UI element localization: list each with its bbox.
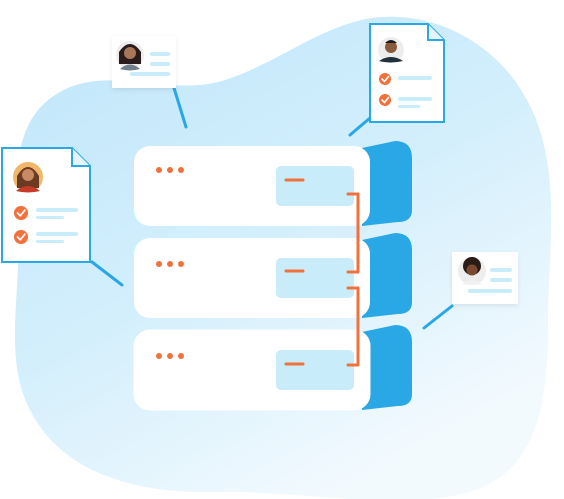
profile-card-top-left xyxy=(112,36,176,88)
connector-bracket-icon xyxy=(346,286,360,367)
server-unit-3 xyxy=(133,325,412,411)
check-circle-icon xyxy=(379,94,391,106)
status-dots-icon xyxy=(156,261,184,267)
profile-card-right xyxy=(452,252,518,304)
connector-line-top-right xyxy=(348,116,372,137)
status-dots-icon xyxy=(156,167,184,173)
server-panel xyxy=(276,258,354,298)
server-unit-2 xyxy=(134,233,412,318)
woman-curly-hair-avatar xyxy=(458,257,486,285)
check-circle-icon xyxy=(14,230,28,244)
woman-red-top-avatar xyxy=(13,162,43,193)
check-circle-icon xyxy=(379,73,391,85)
server-unit-1 xyxy=(134,141,412,226)
woman-dark-hair-avatar xyxy=(116,41,144,71)
server-panel xyxy=(276,166,354,206)
server-panel xyxy=(276,350,354,390)
status-dots-icon xyxy=(156,353,184,359)
connector-line-left xyxy=(90,260,124,287)
connector-bracket-icon xyxy=(346,192,360,274)
doc-card-top-right xyxy=(369,23,445,123)
check-circle-icon xyxy=(14,206,28,220)
connector-line-top-left xyxy=(172,86,188,129)
doc-card-left xyxy=(1,147,91,263)
man-suit-avatar xyxy=(378,37,404,63)
connector-line-right xyxy=(422,304,454,330)
